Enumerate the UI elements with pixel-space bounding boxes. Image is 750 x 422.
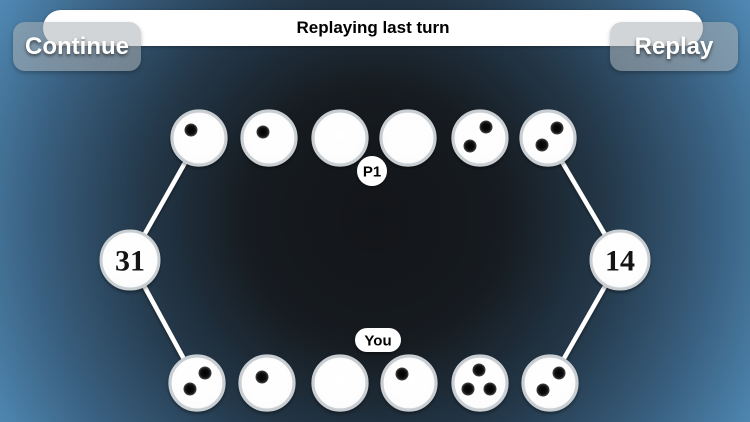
seed [463,139,477,153]
top-pit-4[interactable] [379,109,437,167]
seed [255,370,269,384]
top-pit-3[interactable] [311,109,369,167]
seed [461,382,475,396]
left-store: 31 [99,229,161,291]
bottom-pit-1[interactable] [168,354,226,412]
seed [479,120,493,134]
bottom-pit-6[interactable] [521,354,579,412]
bottom-pit-4[interactable] [380,354,438,412]
top-pit-2[interactable] [240,109,298,167]
bottom-pit-5[interactable] [451,354,509,412]
seed [256,125,270,139]
seed [552,366,566,380]
bottom-pit-3[interactable] [311,354,369,412]
seed [550,121,564,135]
seed [198,366,212,380]
left-store-count: 31 [115,245,145,278]
player-bottom-label: You [364,333,391,350]
top-pit-5[interactable] [451,109,509,167]
seed [184,123,198,137]
replay-button[interactable]: Replay [610,22,738,71]
top-pit-6[interactable] [519,109,577,167]
continue-button[interactable]: Continue [13,22,141,71]
bottom-pit-2[interactable] [238,354,296,412]
seed [536,383,550,397]
top-pit-1[interactable] [170,109,228,167]
seed [395,367,409,381]
player-top-label: P1 [363,164,381,181]
player-top-badge: P1 [357,156,387,186]
player-bottom-badge: You [355,328,401,352]
status-banner: Replaying last turn [43,10,703,46]
seed [483,382,497,396]
seed [535,138,549,152]
right-store-count: 14 [605,245,635,278]
status-text: Replaying last turn [296,18,450,37]
seed [183,382,197,396]
right-store: 14 [589,229,651,291]
seed [472,363,486,377]
